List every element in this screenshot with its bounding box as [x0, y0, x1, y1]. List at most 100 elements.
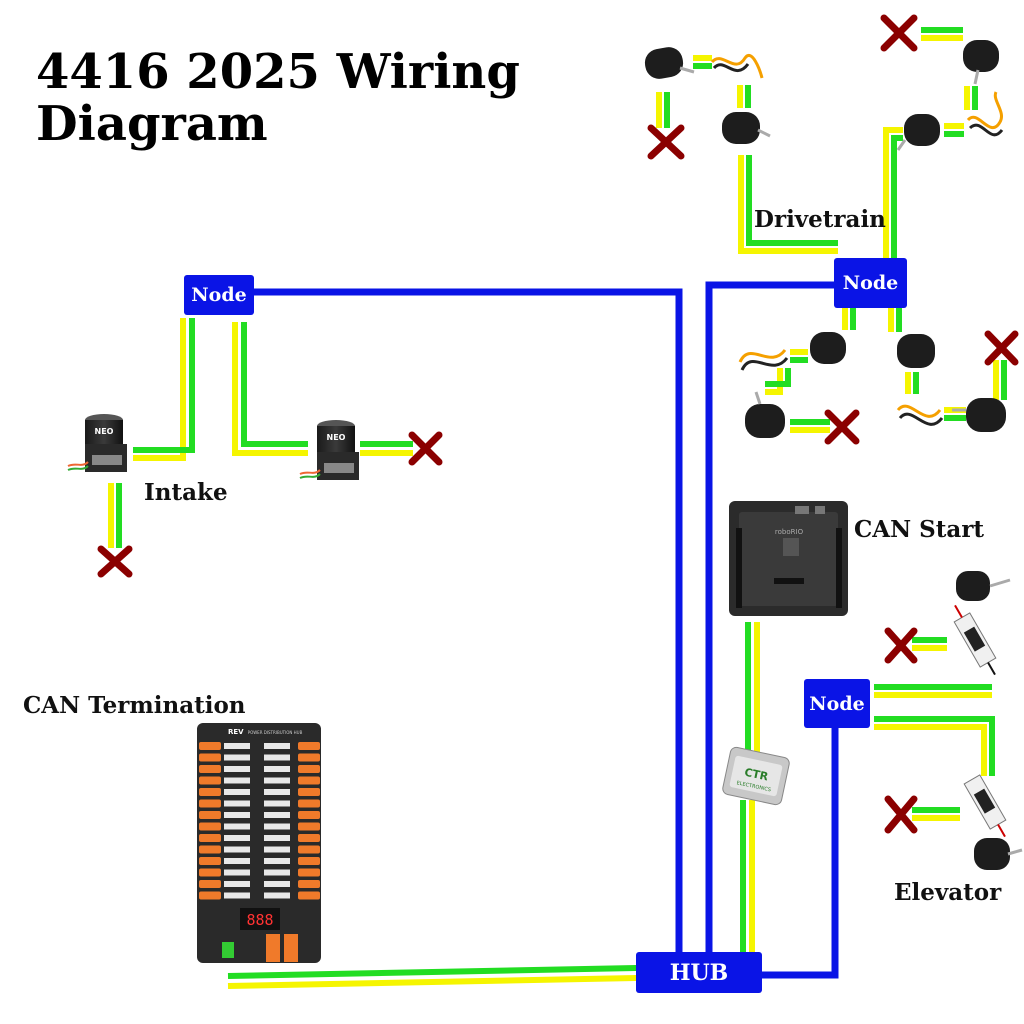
drivetrain-controller-lowerright [896, 404, 944, 426]
terminator-icon-elevator-bottom [884, 795, 918, 834]
pdh-terminal [298, 811, 320, 819]
pdh-fuse [264, 835, 290, 841]
pdh-fuse [224, 835, 250, 841]
can-hub: HUB [636, 952, 762, 993]
roborio-controller: roboRIO [729, 501, 848, 616]
can-elevator-chain [874, 637, 995, 821]
can-intake-left-termination [108, 483, 122, 548]
can-drivetrain-right-chain [883, 27, 978, 258]
pdh-display-readout: 888 [246, 911, 273, 929]
pdh-terminal [199, 811, 221, 819]
terminator-icon-drivetrain-lowerright [984, 330, 1019, 366]
pdh-fuse [224, 846, 250, 853]
drivetrain-motor-topright-2 [896, 114, 940, 151]
pdh-terminal [199, 765, 221, 773]
bus-intake-to-hub [252, 288, 683, 955]
node-bus-lines [252, 281, 840, 979]
terminator-icon-drivetrain-lowerleft [824, 409, 860, 445]
pdh-fuse [264, 892, 290, 899]
pdh-terminal [298, 880, 320, 888]
pdh-fuse [224, 858, 250, 864]
pdh-fuse [264, 777, 290, 784]
pdh-terminal [298, 776, 320, 785]
ctre-canivore-device: CTR ELECTRONICS [722, 746, 790, 806]
elevator-devices [953, 571, 1023, 870]
elevator-motor-top [956, 571, 1011, 601]
termination-markers [97, 14, 1019, 834]
pdh-terminal [199, 799, 221, 808]
pdh-fuse [224, 800, 250, 807]
pdh-fuse [264, 766, 290, 772]
can-intake-right-termination [360, 441, 413, 456]
label-can-start: CAN Start [854, 516, 985, 543]
pdh-fuse [224, 777, 250, 784]
can-intake-node-to-left-motor [133, 318, 195, 461]
pdh-fuse [264, 881, 290, 887]
neo-brand-text-right: NEO [327, 433, 346, 442]
elevator-controller-top [953, 604, 997, 676]
bus-elevator-to-hub [760, 723, 839, 979]
label-drivetrain: Drivetrain [754, 206, 886, 233]
pdh-fuse [264, 789, 290, 795]
can-drivetrain-lower-left-chain [765, 308, 856, 433]
pdh-fuse [264, 800, 290, 807]
elevator-controller-bottom [963, 774, 1007, 838]
pdh-fuse [264, 743, 290, 749]
pdh-fuse [224, 743, 250, 749]
drivetrain-controller-topleft [710, 54, 764, 79]
pdh-terminal [298, 845, 320, 854]
drivetrain-controller-topright [966, 91, 1004, 137]
bus-drivetrain-to-hub [705, 281, 840, 955]
pdh-terminal [199, 822, 221, 831]
pdh-fuse [224, 789, 250, 795]
terminator-icon-intake-right [408, 431, 443, 466]
pdh-fuse [224, 812, 250, 818]
label-intake: Intake [144, 479, 228, 506]
pdh-terminal [199, 891, 221, 900]
pdh-fuse [264, 812, 290, 818]
drivetrain-motor-topleft-2 [722, 112, 771, 144]
drivetrain-controller-lowerleft [738, 348, 789, 371]
label-can-termination: CAN Termination [23, 692, 246, 719]
drivetrain-motor-topright [963, 40, 999, 85]
pdh-fuse [224, 869, 250, 876]
can-wires [108, 27, 1007, 989]
pdh-fuse [264, 754, 290, 761]
page-title: 4416 2025 Wiring Diagram [36, 44, 520, 152]
pdh-terminal [199, 868, 221, 877]
can-drivetrain-left-chain [656, 55, 838, 254]
drivetrain-motor-lowerleft [810, 332, 846, 364]
pdh-terminal [298, 742, 320, 750]
pdh-fuse [224, 892, 250, 899]
elevator-node: Node [804, 679, 870, 728]
can-roborio-to-hub [740, 515, 842, 955]
pdh-terminal [199, 845, 221, 854]
pdh-terminal [298, 857, 320, 865]
terminator-icon-drivetrain-topright [880, 14, 918, 52]
pdh-terminal [298, 788, 320, 796]
pdh-fuse [264, 869, 290, 876]
terminator-icon-drivetrain-topleft [647, 124, 685, 160]
pdh-terminal [298, 765, 320, 773]
pdh-fuse [224, 881, 250, 887]
neo-brand-text-left: NEO [95, 427, 114, 436]
drivetrain-motor-lowerright-2 [952, 398, 1006, 432]
pdh-terminal [298, 799, 320, 808]
terminator-icon-intake-left [97, 545, 133, 578]
pdh-terminal-rows [199, 742, 320, 900]
intake-motor-left: NEO [67, 414, 127, 472]
roborio-brand-text: roboRIO [775, 528, 804, 536]
pdh-terminal [298, 822, 320, 831]
pdh-fuse [264, 846, 290, 853]
can-pdh-to-hub [227, 965, 639, 989]
pdh-terminal [199, 742, 221, 750]
pdh-terminal [199, 857, 221, 865]
drivetrain-node: Node [834, 258, 907, 308]
intake-motor-right: NEO [299, 420, 359, 480]
pdh-title-text: POWER DISTRIBUTION HUB [248, 730, 303, 735]
drivetrain-motor-lowerright [897, 334, 935, 368]
pdh-terminal [298, 891, 320, 900]
pdh-terminal [298, 834, 320, 842]
pdh-terminal [199, 776, 221, 785]
